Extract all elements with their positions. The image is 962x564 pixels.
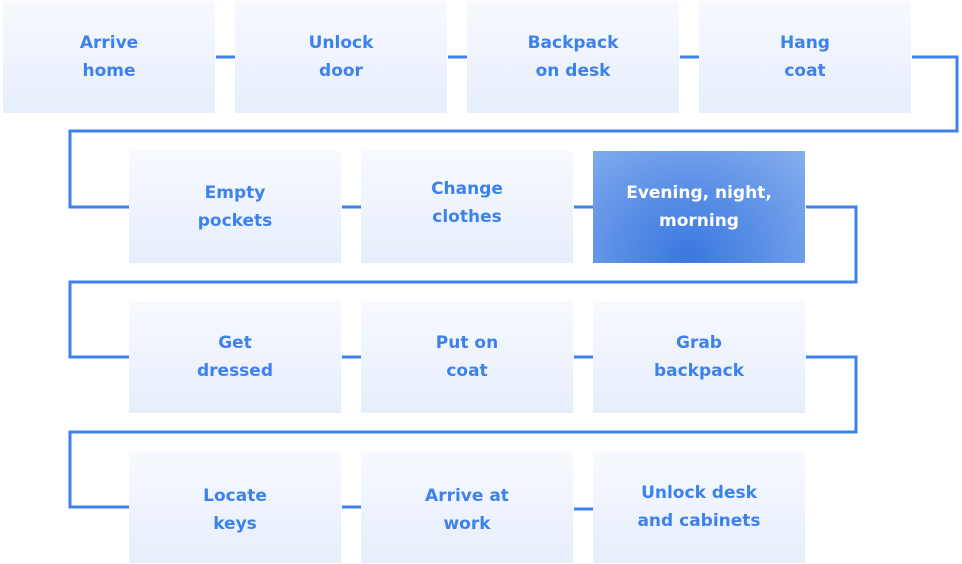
arrow-hang-coat-to-empty-pockets [68,55,959,207]
step-label: Locate keys [203,486,267,534]
step-unlock-door: Unlock door [235,1,447,113]
step-change-clothes: Change clothes [361,151,573,263]
step-label: Arrive at work [425,486,509,534]
step-backpack-on-desk: Backpack on desk [467,1,679,113]
step-label: Grab backpack [653,333,745,381]
arrow-evening-to-get-dressed [68,205,858,357]
step-label: Unlock desk and cabinets [637,483,761,531]
step-label: Empty pockets [197,183,273,231]
step-label: Get dressed [196,333,274,381]
step-unlock-desk-and-cabinets: Unlock desk and cabinets [593,451,805,563]
step-label: Unlock door [308,33,374,81]
step-arrive-at-work: Arrive at work [361,451,573,563]
step-label: Put on coat [435,333,499,381]
step-label: Evening, night, morning [626,183,772,231]
step-grab-backpack: Grab backpack [593,301,805,413]
step-arrive-home: Arrive home [3,1,215,113]
step-evening-night-morning: Evening, night, morning [593,151,805,263]
step-hang-coat: Hang coat [699,1,911,113]
step-get-dressed: Get dressed [129,301,341,413]
step-label: Backpack on desk [527,33,619,81]
step-locate-keys: Locate keys [129,451,341,563]
step-empty-pockets: Empty pockets [129,151,341,263]
step-label: Hang coat [780,33,830,81]
step-put-on-coat: Put on coat [361,301,573,413]
step-label: Arrive home [79,33,139,81]
step-label: Change clothes [431,179,503,227]
arrow-grab-backpack-to-locate-keys [68,355,858,507]
